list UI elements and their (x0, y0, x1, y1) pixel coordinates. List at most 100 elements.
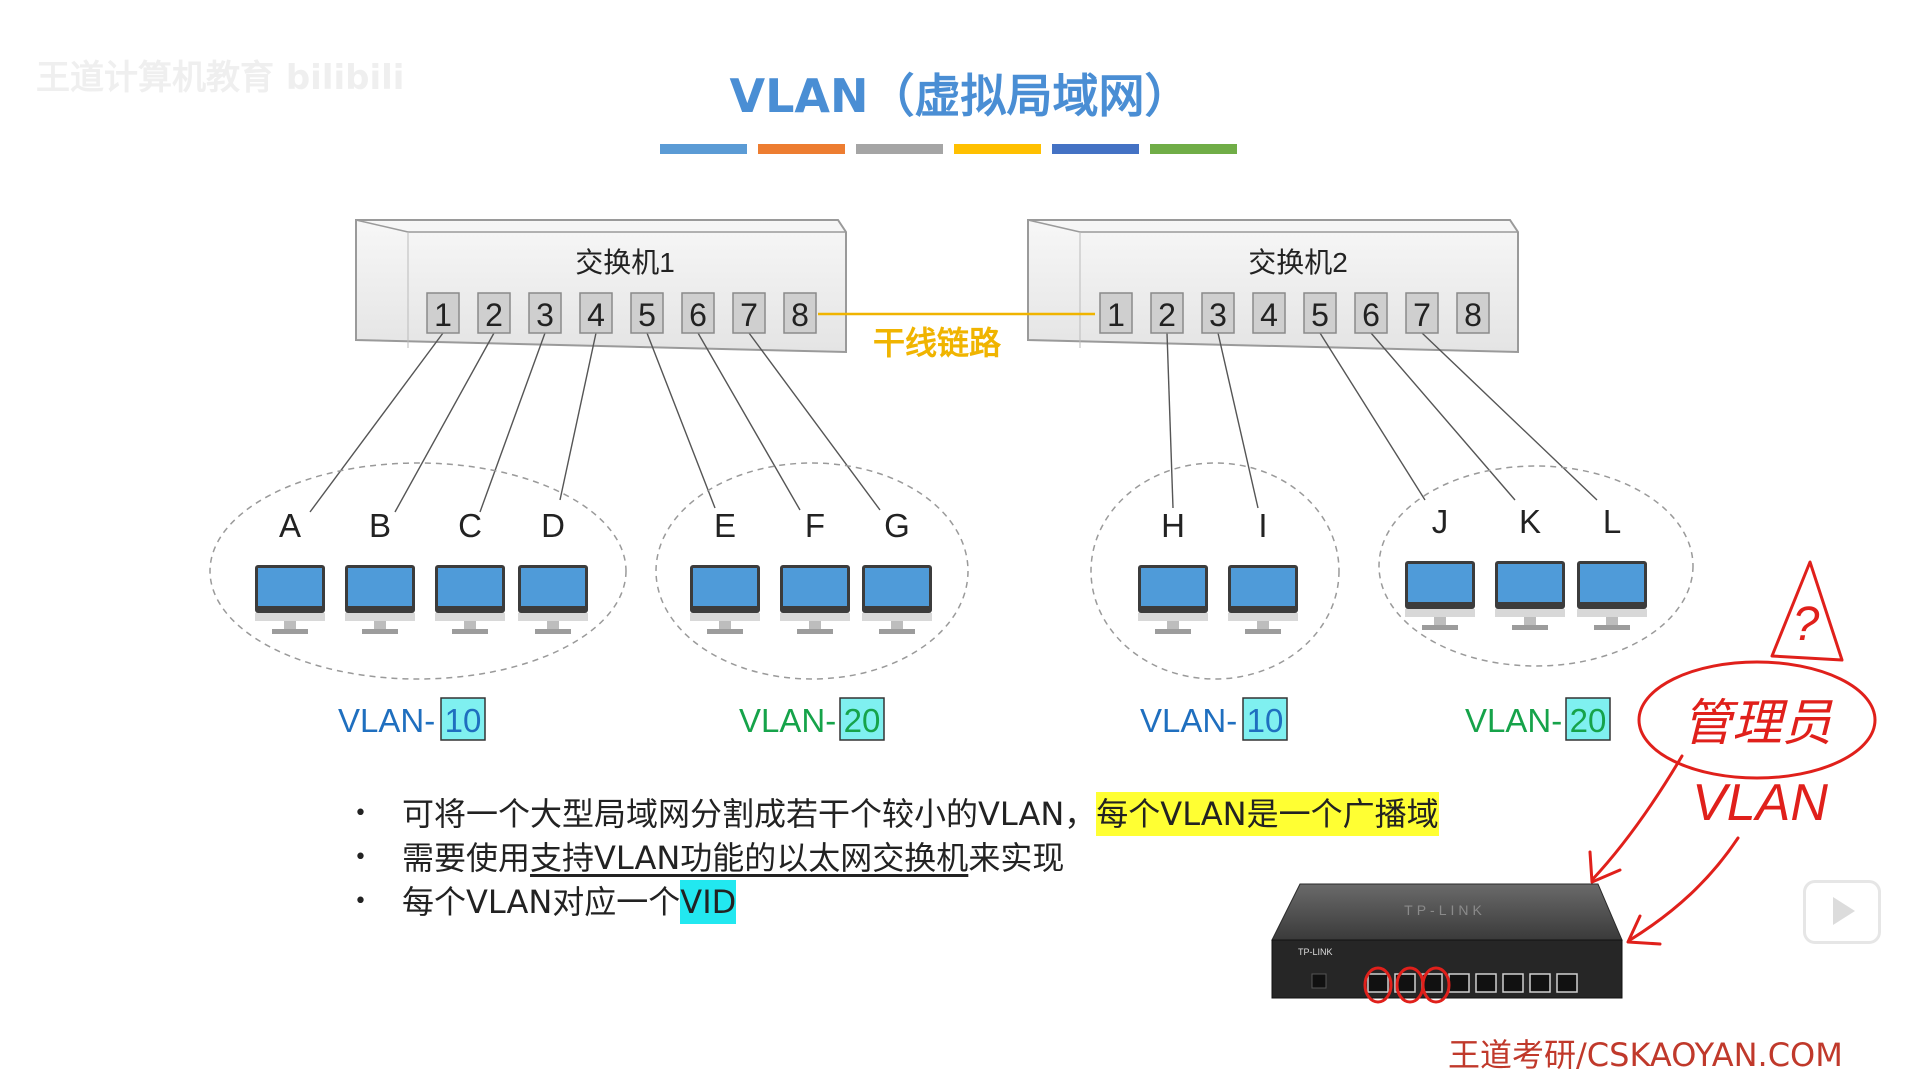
host-F: F (780, 507, 850, 634)
computer-icon (862, 565, 932, 634)
switch-1-port-5: 5 (630, 292, 664, 334)
bullet-text: 来实现 (968, 839, 1065, 877)
host-label: J (1432, 503, 1449, 540)
host-J: J (1405, 503, 1475, 630)
ink-text: ? 管理员 VLAN (1682, 598, 1833, 832)
computer-icon (1138, 565, 1208, 634)
cable-B (394, 332, 495, 513)
switch-device-photo: TP-LINK TP-LINK (1271, 883, 1623, 999)
device-port (1367, 973, 1389, 993)
vlan-label-prefix: VLAN- (1465, 702, 1562, 739)
cable-A (309, 332, 444, 513)
cable-E (646, 332, 716, 509)
switch-2-port-2: 2 (1150, 292, 1184, 334)
port-box (1303, 292, 1337, 334)
host-A: A (255, 507, 325, 634)
switch-1-port-6: 6 (681, 292, 715, 334)
title-color-bars (660, 144, 1237, 154)
cable-G (748, 332, 881, 511)
device-port (1529, 973, 1551, 993)
host-label: L (1603, 503, 1621, 540)
cable-H (1166, 332, 1174, 509)
vlan-ellipse (1090, 462, 1340, 680)
computer-icon (690, 565, 760, 634)
port-number: 3 (1209, 297, 1227, 333)
warning-triangle (1770, 560, 1844, 662)
port-number: 6 (689, 297, 707, 333)
switch-2-port-1: 1 (1099, 292, 1133, 334)
port-box (783, 292, 817, 334)
host-I: I (1228, 507, 1298, 634)
play-icon[interactable] (1803, 880, 1881, 944)
port-number: 1 (434, 297, 452, 333)
arrow-to-device-1 (1590, 754, 1684, 882)
computer-icon (780, 565, 850, 634)
vlan-ellipses (209, 462, 1694, 680)
device-port (1394, 973, 1416, 993)
port-number: 8 (1464, 297, 1482, 333)
port-box (630, 292, 664, 334)
arrow-head-2 (1626, 914, 1662, 946)
vlan-id: 10 (445, 702, 482, 739)
port-number: 8 (791, 297, 809, 333)
vlan-id-box (1565, 697, 1611, 741)
vlan-id: 20 (1570, 702, 1607, 739)
bullet-dot: • (354, 845, 367, 870)
arrow-head-1 (1588, 850, 1622, 884)
switch-2-port-8: 8 (1456, 292, 1490, 334)
port-number: 5 (638, 297, 656, 333)
color-bar (1052, 144, 1139, 154)
vlan-label-prefix: VLAN- (338, 702, 435, 739)
port-number: 2 (485, 297, 503, 333)
vlan-ellipse (1378, 465, 1694, 667)
admin-text: 管理员 (1682, 695, 1833, 751)
host-E: E (690, 507, 760, 634)
footer-credit: 王道考研/CSKAOYAN.COM (1448, 1036, 1843, 1074)
host-label: I (1258, 507, 1267, 544)
computer-icon (1228, 565, 1298, 634)
host-label: H (1161, 507, 1185, 544)
vlan-id-box (839, 697, 885, 741)
port-box (1099, 292, 1133, 334)
port-number: 3 (536, 297, 554, 333)
port-number: 7 (1413, 297, 1431, 333)
switch-1-port-8: 8 (783, 292, 817, 334)
device-port (1556, 973, 1578, 993)
vlan-labels: VLAN- 10 VLAN- 20 VLAN- 10 VLAN- 20 (338, 697, 1611, 741)
cable-L (1421, 332, 1598, 501)
bullet-highlight: VID (680, 880, 737, 924)
slide-title: VLAN（虚拟局域网） (729, 69, 1191, 123)
port-number: 2 (1158, 297, 1176, 333)
cable-K (1370, 332, 1516, 501)
host-label: E (714, 507, 736, 544)
host-cables (309, 332, 1598, 513)
bullet-text: 需要使用 (402, 839, 531, 877)
bullet-highlight: 每个VLAN是一个广播域 (1096, 792, 1439, 836)
host-label: C (458, 507, 482, 544)
port-number: 4 (587, 297, 605, 333)
cable-D (559, 332, 597, 501)
color-bar (758, 144, 845, 154)
port-box (1252, 292, 1286, 334)
admin-circle (1637, 660, 1877, 780)
computer-icon (435, 565, 505, 634)
port-number: 4 (1260, 297, 1278, 333)
device-ports (1367, 973, 1578, 993)
port-number: 6 (1362, 297, 1380, 333)
switch-1-label: 交换机1 (575, 247, 675, 278)
port-box (477, 292, 511, 334)
host-label: K (1519, 503, 1541, 540)
vlan-label-prefix: VLAN- (739, 702, 836, 739)
port-box (1405, 292, 1439, 334)
device-brand-top: TP-LINK (1404, 902, 1486, 918)
bullet-list: • 可将一个大型局域网分割成若干个较小的VLAN， 每个VLAN是一个广播域 •… (350, 792, 1439, 924)
host-label: A (279, 507, 301, 544)
switch-2-port-3: 3 (1201, 292, 1235, 334)
question-mark: ? (1793, 598, 1820, 651)
switch-2-port-4: 4 (1252, 292, 1286, 334)
host-D: D (518, 507, 588, 634)
